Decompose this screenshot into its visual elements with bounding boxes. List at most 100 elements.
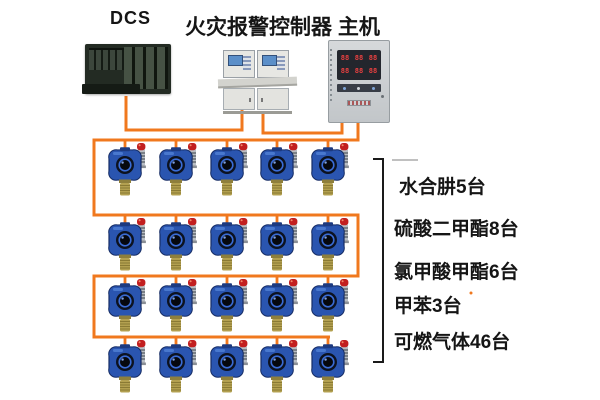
brass-fitting-icon xyxy=(271,376,283,393)
brass-fitting-icon xyxy=(170,315,182,332)
console-screen-icon xyxy=(228,55,243,66)
detector-mount xyxy=(272,283,282,288)
brass-fitting-icon xyxy=(221,376,233,393)
stray-orange-dot xyxy=(469,291,473,295)
host-digit: 88 xyxy=(340,67,350,75)
host-digit: 88 xyxy=(354,67,364,75)
detector-drop-wire xyxy=(174,140,178,151)
sensor-eye-icon xyxy=(319,292,337,310)
gas-detector-icon xyxy=(310,140,354,198)
sensor-eye-icon xyxy=(268,231,286,249)
control-console-icon xyxy=(217,50,298,114)
host-label-plate xyxy=(347,100,371,106)
detector-mount xyxy=(323,283,333,288)
sensor-eye-icon xyxy=(218,353,236,371)
brass-fitting-icon xyxy=(170,179,182,196)
sensor-eye-icon xyxy=(116,156,134,174)
detector-mount xyxy=(120,344,130,349)
legend-label-methyl-chloroformate: 氯甲酸甲酯6台 xyxy=(394,262,519,283)
indicator-led xyxy=(342,86,346,90)
legend-label-hydrazine: 水合肼5台 xyxy=(399,177,486,198)
gas-detector-icon xyxy=(209,215,253,273)
gas-detector-icon xyxy=(310,276,354,334)
console-keys-icon xyxy=(277,56,285,70)
gas-detector-icon xyxy=(209,276,253,334)
gas-detector-icon xyxy=(107,215,151,273)
brass-fitting-icon xyxy=(170,254,182,271)
sensor-eye-icon xyxy=(116,292,134,310)
detector-drop-wire xyxy=(123,140,127,151)
wire-dcs-to-console xyxy=(124,96,244,132)
detector-mount xyxy=(272,222,282,227)
console-door-right xyxy=(257,88,289,110)
gas-detector-icon xyxy=(158,215,202,273)
brass-fitting-icon xyxy=(119,315,131,332)
brass-fitting-icon xyxy=(322,254,334,271)
brass-fitting-icon xyxy=(322,315,334,332)
detector-mount xyxy=(323,222,333,227)
gas-detector-icon xyxy=(259,140,303,198)
gas-detector-icon xyxy=(209,337,253,395)
sensor-eye-icon xyxy=(268,292,286,310)
wire-serpentine-bus xyxy=(92,112,360,339)
detector-drop-wire xyxy=(225,140,229,151)
detector-mount xyxy=(171,344,181,349)
dcs-rack-icon xyxy=(82,44,171,94)
console-base xyxy=(223,111,292,114)
detector-drop-wire xyxy=(275,215,279,226)
indicator-led xyxy=(357,86,361,90)
dcs-title: DCS xyxy=(110,8,152,28)
brass-fitting-icon xyxy=(119,254,131,271)
dcs-card-slots xyxy=(124,47,168,89)
sensor-eye-icon xyxy=(319,156,337,174)
gas-detector-icon xyxy=(259,276,303,334)
sensor-eye-icon xyxy=(268,353,286,371)
brass-fitting-icon xyxy=(322,376,334,393)
detector-mount xyxy=(272,147,282,152)
detector-drop-wire xyxy=(225,276,229,287)
brass-fitting-icon xyxy=(322,179,334,196)
brass-fitting-icon xyxy=(221,254,233,271)
console-keys-icon xyxy=(243,56,251,70)
detector-drop-wire xyxy=(225,215,229,226)
brass-fitting-icon xyxy=(119,376,131,393)
detector-drop-wire xyxy=(225,337,229,348)
gas-detector-icon xyxy=(107,276,151,334)
gas-detector-icon xyxy=(107,337,151,395)
legend-label-combustible-gas: 可燃气体46台 xyxy=(394,332,511,353)
host-screw xyxy=(381,95,384,98)
legend-label-toluene: 甲苯3台 xyxy=(394,296,462,317)
sensor-eye-icon xyxy=(167,292,185,310)
sensor-eye-icon xyxy=(319,231,337,249)
brass-fitting-icon xyxy=(271,179,283,196)
detector-drop-wire xyxy=(174,215,178,226)
detector-drop-wire xyxy=(275,276,279,287)
console-door-left xyxy=(223,88,255,110)
dcs-base-rail xyxy=(82,84,140,94)
detector-drop-wire xyxy=(123,215,127,226)
sensor-eye-icon xyxy=(218,156,236,174)
gas-detector-icon xyxy=(259,337,303,395)
host-digit: 88 xyxy=(368,67,378,75)
gas-detector-icon xyxy=(259,215,303,273)
sensor-eye-icon xyxy=(116,231,134,249)
gas-detector-icon xyxy=(209,140,253,198)
detector-mount xyxy=(222,222,232,227)
detector-mount xyxy=(323,147,333,152)
host-digit: 88 xyxy=(368,54,378,62)
gas-detector-icon xyxy=(310,337,354,395)
host-vent xyxy=(330,49,332,101)
detector-drop-wire xyxy=(275,140,279,151)
alarm-host-panel-icon: 88 88 88 88 88 88 xyxy=(328,40,390,123)
page-title: 火灾报警控制器 主机 xyxy=(185,16,380,39)
detector-drop-wire xyxy=(326,140,330,151)
sensor-eye-icon xyxy=(218,231,236,249)
sensor-eye-icon xyxy=(167,156,185,174)
brass-fitting-icon xyxy=(221,179,233,196)
detector-mount xyxy=(222,344,232,349)
legend-label-dimethyl-sulfate: 硫酸二甲酯8台 xyxy=(394,219,519,240)
detector-drop-wire xyxy=(326,337,330,348)
brass-fitting-icon xyxy=(271,254,283,271)
brass-fitting-icon xyxy=(170,376,182,393)
